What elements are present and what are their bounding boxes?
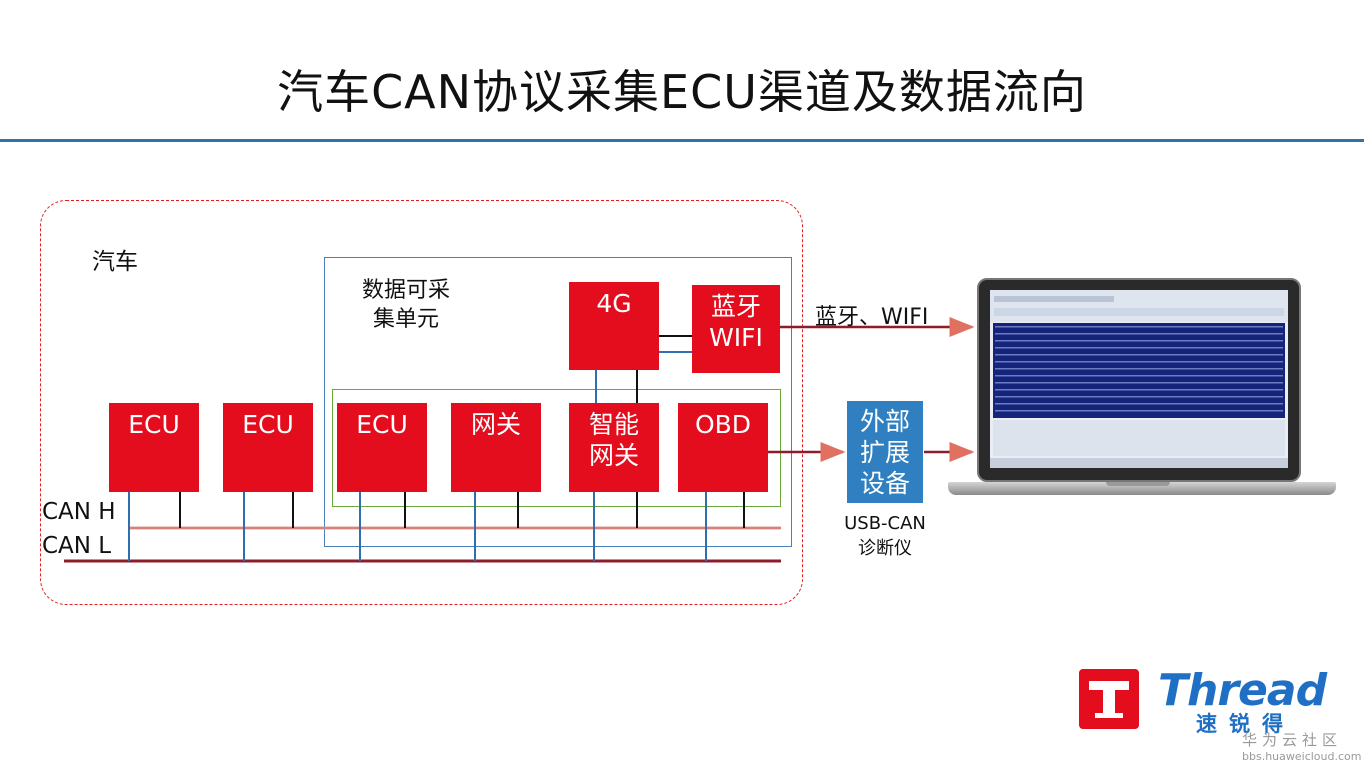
logo-chinese-name: 速锐得 [1196, 712, 1295, 736]
data-collection-unit-label: 数据可采集单元 [361, 278, 450, 332]
thread-logo-icon [1079, 669, 1139, 729]
external-device-node: 外部扩展设备 [847, 401, 923, 503]
data-collection-unit-boundary [324, 257, 792, 547]
can-h-label: CAN H [42, 499, 116, 525]
ecu-node-3: ECU [337, 403, 427, 492]
title-divider [0, 139, 1364, 142]
can-l-label: CAN L [42, 533, 112, 559]
screen-control-panel [993, 420, 1285, 456]
screen-status-bar [990, 458, 1288, 468]
car-label: 汽车 [92, 249, 138, 275]
watermark-chinese: 华为云社区 [1242, 731, 1343, 749]
obd-node: OBD [678, 403, 768, 492]
wireless-link-label: 蓝牙、WIFI [815, 305, 929, 330]
4g-node: 4G [569, 282, 659, 370]
gateway-group-boundary [332, 389, 781, 507]
screen-data-grid [993, 323, 1285, 418]
smart-gateway-node: 智能网关 [569, 403, 659, 492]
screen-toolbar [990, 290, 1288, 322]
page-title: 汽车CAN协议采集ECU渠道及数据流向 [277, 65, 1087, 119]
laptop-notch [1106, 482, 1170, 486]
screen-data-rows [995, 326, 1283, 412]
car-boundary [40, 200, 803, 605]
gateway-node: 网关 [451, 403, 541, 492]
ecu-node-2: ECU [223, 403, 313, 492]
external-device-caption: USB-CAN诊断仪 [844, 513, 926, 559]
watermark-url: bbs.huaweicloud.com [1242, 750, 1362, 763]
laptop-base [948, 482, 1336, 495]
ecu-node-1: ECU [109, 403, 199, 492]
laptop-screen [990, 290, 1288, 468]
logo-wordmark: Thread [1158, 665, 1327, 716]
bt-wifi-node: 蓝牙WIFI [692, 285, 780, 373]
node-drops [128, 492, 745, 561]
